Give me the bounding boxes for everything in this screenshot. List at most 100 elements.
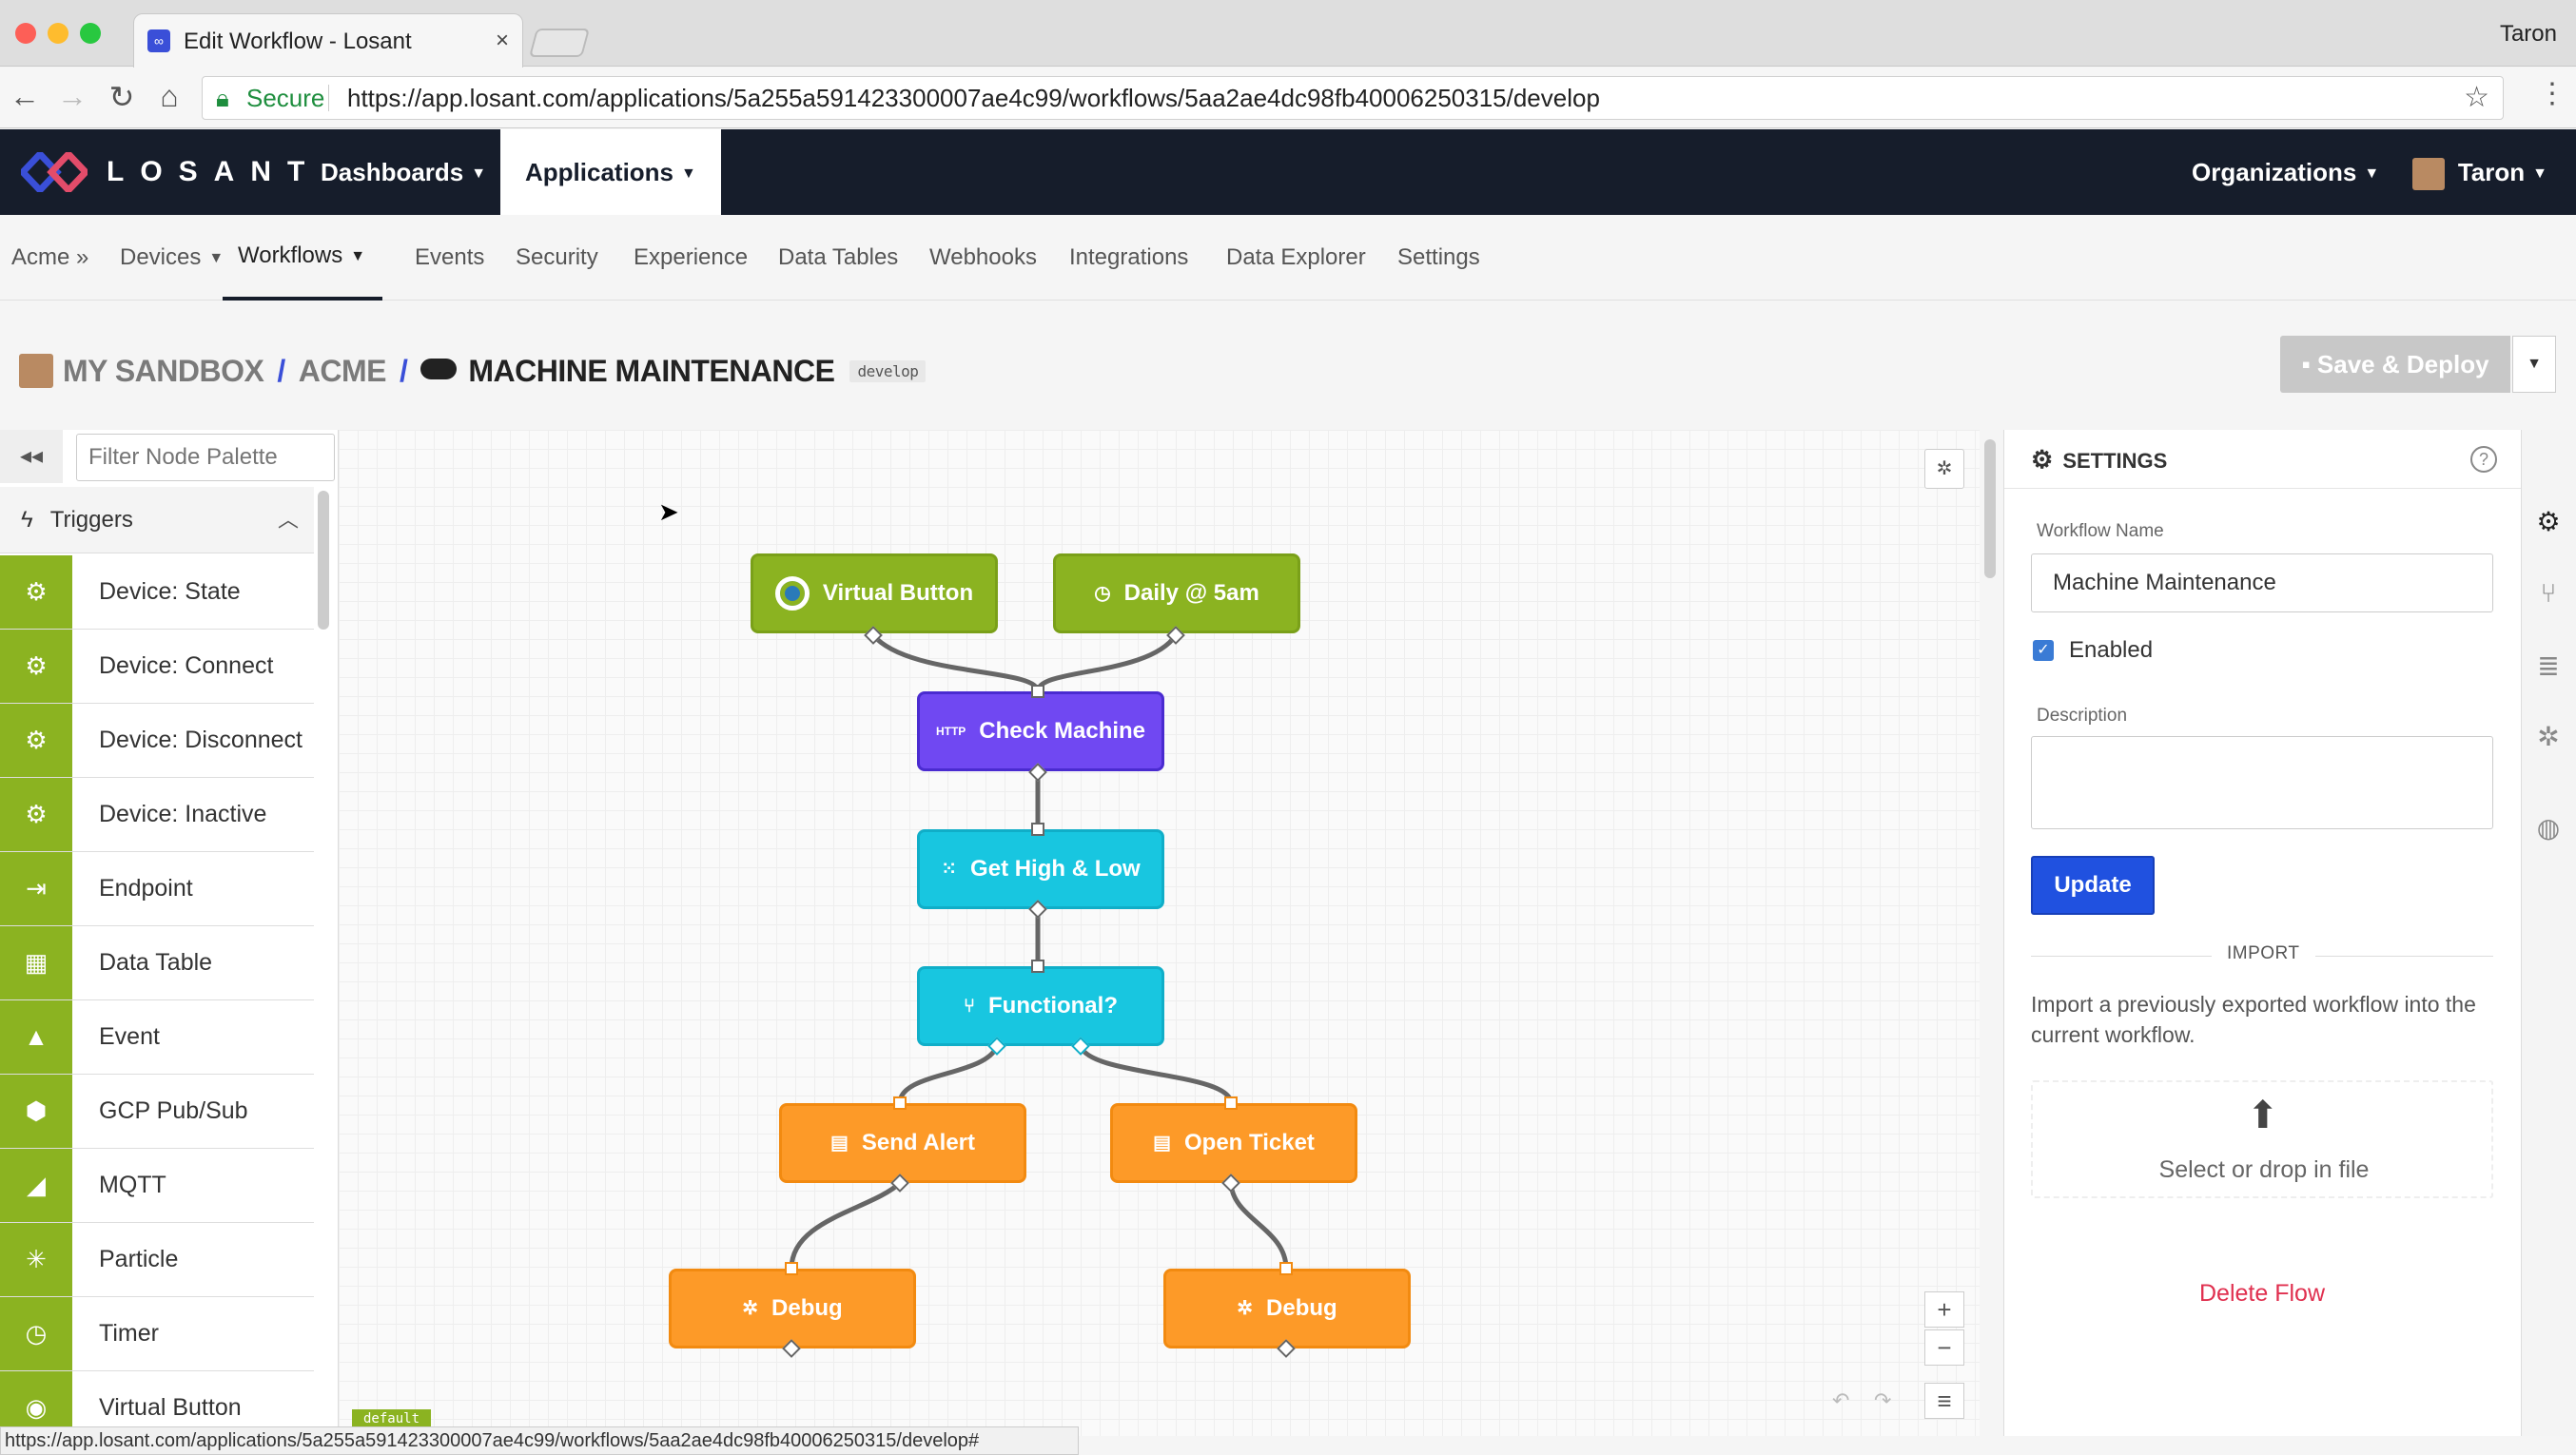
minimize-window-button[interactable] xyxy=(48,23,68,44)
filter-node-palette-input[interactable] xyxy=(76,434,335,481)
workflow-node-virtual-button[interactable]: Virtual Button xyxy=(751,553,998,633)
subnav-devices[interactable]: Devices▼ xyxy=(120,215,224,301)
input-port[interactable] xyxy=(1279,1262,1293,1275)
subnav-integrations[interactable]: Integrations xyxy=(1069,244,1189,270)
forward-icon[interactable]: → xyxy=(57,79,88,113)
subnav-experience[interactable]: Experience xyxy=(634,244,749,270)
settings-gear-icon[interactable]: ⚙ xyxy=(2536,507,2561,536)
breadcrumb: MY SANDBOX / ACME / MACHINE MAINTENANCE … xyxy=(19,350,927,392)
reload-icon[interactable]: ↻ xyxy=(108,80,135,114)
palette-node-device-state[interactable]: ⚙Device: State xyxy=(0,555,314,630)
brand-name: LOSANT xyxy=(107,156,322,187)
globals-globe-icon[interactable]: ◍ xyxy=(2536,813,2561,843)
subnav-security[interactable]: Security xyxy=(516,244,598,270)
palette-node-device-inactive[interactable]: ⚙Device: Inactive xyxy=(0,778,314,852)
debug-panel-toggle-icon[interactable]: ✲ xyxy=(1924,449,1964,489)
home-icon[interactable]: ⌂ xyxy=(160,79,179,113)
input-port[interactable] xyxy=(1031,823,1044,836)
edge-functional-send-alert xyxy=(897,1044,1000,1104)
workflow-node-daily[interactable]: ◷Daily @ 5am xyxy=(1053,553,1300,633)
undo-icon[interactable]: ↶ xyxy=(1832,1388,1850,1412)
maximize-window-button[interactable] xyxy=(80,23,101,44)
zoom-out-icon[interactable]: − xyxy=(1924,1329,1964,1366)
palette-node-endpoint[interactable]: ⇥Endpoint xyxy=(0,852,314,926)
user-menu[interactable]: Taron▼ xyxy=(2411,129,2547,215)
nav-applications[interactable]: Applications▼ xyxy=(500,129,721,215)
storage-database-icon[interactable]: ≣ xyxy=(2537,651,2560,681)
deploy-options-dropdown[interactable]: ▼ xyxy=(2512,336,2556,393)
palette-node-device-connect[interactable]: ⚙Device: Connect xyxy=(0,630,314,704)
palette-scrollbar[interactable] xyxy=(318,491,329,630)
new-tab-button[interactable] xyxy=(528,29,591,57)
file-drop-zone[interactable]: ⬆ Select or drop in file xyxy=(2031,1080,2493,1198)
browser-menu-icon[interactable]: ⋮ xyxy=(2538,78,2566,109)
enabled-checkbox[interactable]: ✓Enabled xyxy=(2033,637,2153,664)
palette-node-virtual-button[interactable]: ◉Virtual Button xyxy=(0,1371,314,1436)
losant-logo-icon[interactable] xyxy=(21,152,88,192)
close-window-button[interactable] xyxy=(15,23,36,44)
collapse-palette-icon[interactable]: ◂◂ xyxy=(0,430,63,483)
zoom-in-icon[interactable]: + xyxy=(1924,1291,1964,1328)
save-deploy-button[interactable]: ▪ Save & Deploy xyxy=(2280,336,2510,393)
palette-node-mqtt[interactable]: ◢MQTT xyxy=(0,1149,314,1223)
canvas-menu-icon[interactable]: ≡ xyxy=(1924,1383,1964,1419)
url-bar[interactable]: 🔒︎ Secure https://app.losant.com/applica… xyxy=(202,76,2504,120)
breadcrumb-sandbox[interactable]: MY SANDBOX xyxy=(63,353,264,388)
workflow-node-get-high-low[interactable]: ⁙Get High & Low xyxy=(917,829,1164,909)
palette-node-device-disconnect[interactable]: ⚙Device: Disconnect xyxy=(0,704,314,778)
settings-header: ⚙SETTINGS ? xyxy=(2004,430,2522,489)
palette-node-particle[interactable]: ✳Particle xyxy=(0,1223,314,1297)
browser-profile[interactable]: Taron xyxy=(2499,21,2557,47)
debug-bug-icon[interactable]: ✲ xyxy=(2537,722,2560,751)
canvas-scrollbar[interactable] xyxy=(1984,439,1996,578)
breadcrumb-app[interactable]: ACME xyxy=(298,353,387,388)
application-subnav: Acme » Devices▼ Workflows▼ Events Securi… xyxy=(0,215,2576,301)
help-icon[interactable]: ? xyxy=(2470,446,2497,473)
edge-daily-check-machine xyxy=(1035,633,1179,692)
workflow-node-open-ticket[interactable]: ▤Open Ticket xyxy=(1110,1103,1357,1183)
input-port[interactable] xyxy=(1031,960,1044,973)
input-port[interactable] xyxy=(1224,1096,1238,1110)
palette-node-gcp-pubsub[interactable]: ⬢GCP Pub/Sub xyxy=(0,1075,314,1149)
nav-organizations[interactable]: Organizations▼ xyxy=(2192,129,2379,215)
workflow-node-functional[interactable]: ⑂Functional? xyxy=(917,966,1164,1046)
subnav-workflows[interactable]: Workflows▼ xyxy=(223,215,382,301)
workflow-node-send-alert[interactable]: ▤Send Alert xyxy=(779,1103,1026,1183)
back-icon[interactable]: ← xyxy=(10,79,40,113)
subnav-webhooks[interactable]: Webhooks xyxy=(929,244,1037,270)
conditional-icon: ⑂ xyxy=(964,996,975,1017)
delete-flow-button[interactable]: Delete Flow xyxy=(2199,1280,2325,1307)
tab-close-icon[interactable]: × xyxy=(495,28,509,53)
enabled-label: Enabled xyxy=(2069,637,2154,663)
description-textarea[interactable] xyxy=(2031,736,2493,829)
workflow-name-input[interactable]: Machine Maintenance xyxy=(2031,553,2493,612)
browser-tab[interactable]: ∞ Edit Workflow - Losant × xyxy=(133,13,523,68)
update-button[interactable]: Update xyxy=(2031,856,2155,915)
palette-node-list: ⚙Device: State ⚙Device: Connect ⚙Device:… xyxy=(0,555,314,1436)
versions-branch-icon[interactable]: ⑂ xyxy=(2540,578,2557,608)
palette-node-data-table[interactable]: ▦Data Table xyxy=(0,926,314,1000)
bookmark-star-icon[interactable]: ☆ xyxy=(2464,82,2489,113)
subnav-data-tables[interactable]: Data Tables xyxy=(778,244,899,270)
redo-icon[interactable]: ↷ xyxy=(1874,1388,1892,1412)
side-rail: ⚙ ⑂ ≣ ✲ ◍ xyxy=(2521,430,2576,1436)
palette-node-timer[interactable]: ◷Timer xyxy=(0,1297,314,1371)
subnav-settings[interactable]: Settings xyxy=(1397,244,1480,270)
palette-node-label: Data Table xyxy=(99,949,213,976)
subnav-data-explorer[interactable]: Data Explorer xyxy=(1226,244,1366,270)
device-disconnect-icon: ⚙ xyxy=(0,704,72,777)
subnav-events[interactable]: Events xyxy=(415,244,485,270)
input-port[interactable] xyxy=(893,1096,907,1110)
workflow-node-debug-1[interactable]: ✲Debug xyxy=(669,1269,916,1348)
secure-label: Secure xyxy=(246,84,325,112)
subnav-acme[interactable]: Acme » xyxy=(11,244,89,270)
palette-node-event[interactable]: ▲Event xyxy=(0,1000,314,1075)
input-port[interactable] xyxy=(785,1262,798,1275)
workflow-node-debug-2[interactable]: ✲Debug xyxy=(1163,1269,1411,1348)
palette-node-label: Device: State xyxy=(99,578,241,605)
input-port[interactable] xyxy=(1031,685,1044,698)
nav-dashboards[interactable]: Dashboards▼ xyxy=(321,129,486,215)
